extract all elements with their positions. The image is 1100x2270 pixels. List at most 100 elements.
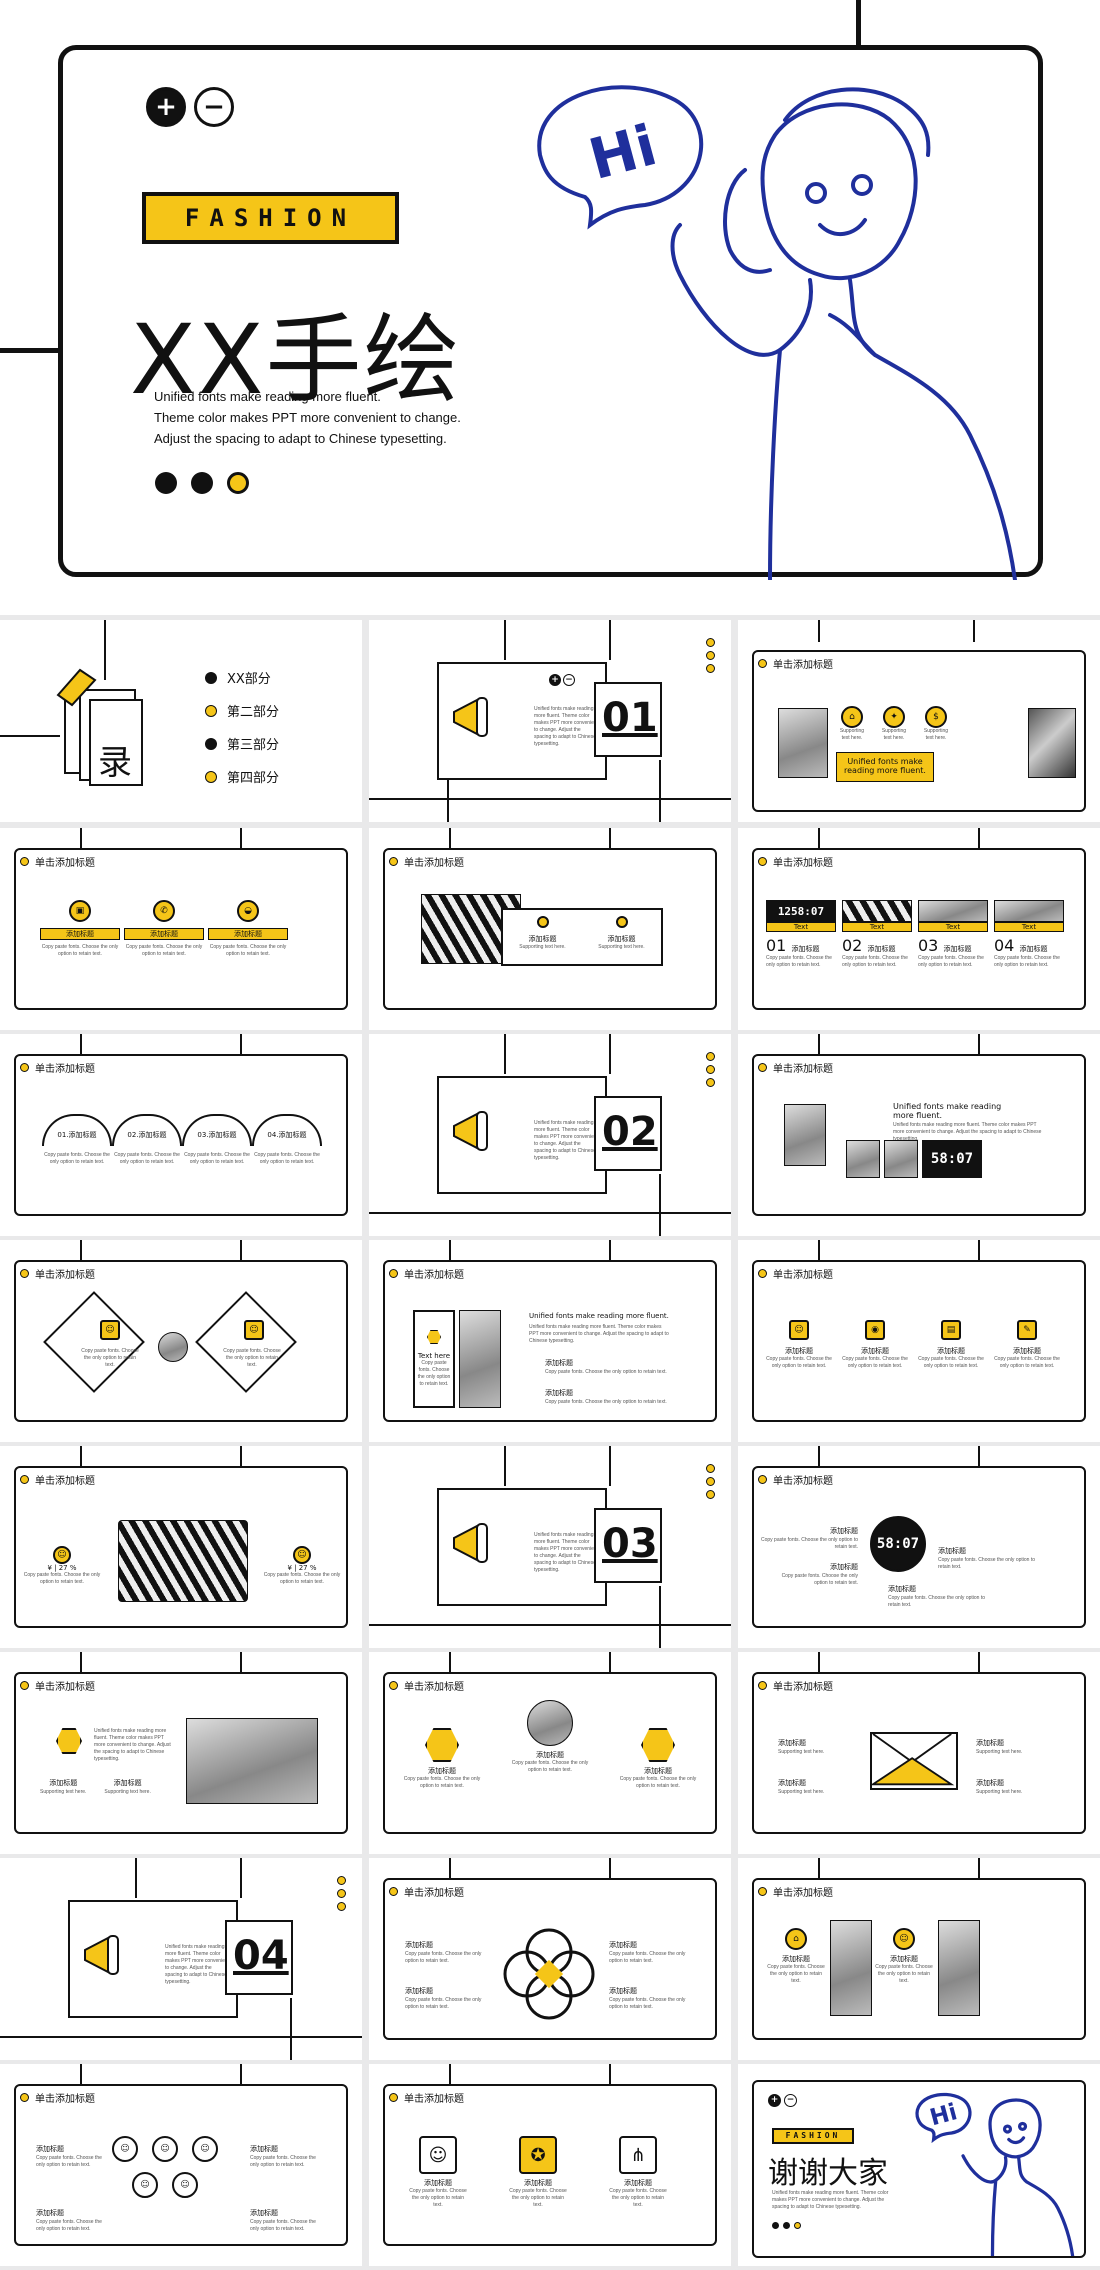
toc-item[interactable]: 第三部分 [205, 734, 279, 753]
content-slide[interactable]: 单击添加标题 Unified fonts make reading more f… [0, 1652, 362, 1854]
user-hex-icon [425, 1728, 459, 1762]
thanks-title: 谢谢大家 [768, 2156, 888, 2191]
slide-title: 单击添加标题 [758, 1266, 833, 1281]
photo [778, 708, 828, 778]
train-photo [186, 1718, 318, 1804]
section-slide-04[interactable]: Unified fonts make reading more fluent. … [0, 1858, 362, 2060]
plus-circle-icon: + [768, 2094, 781, 2107]
content-slide[interactable]: 单击添加标题 Text here Copy paste fonts. Choos… [369, 1240, 731, 1442]
user-icon: ☺ [100, 1320, 120, 1340]
user-hex-icon [56, 1728, 82, 1754]
frame-connector-left [0, 348, 60, 353]
bulb-icon: ✦ [883, 706, 905, 728]
slide-title: 单击添加标题 [389, 2090, 464, 2105]
photo [1028, 708, 1076, 778]
subtitle-line: Adjust the spacing to adapt to Chinese t… [154, 431, 447, 446]
slide-title: 单击添加标题 [389, 1266, 464, 1281]
slide-title: 单击添加标题 [389, 1884, 464, 1899]
minus-circle-icon: − [784, 2094, 797, 2107]
slide-title: 单击添加标题 [20, 1266, 95, 1281]
photo [830, 1920, 872, 2016]
slide-title: 单击添加标题 [758, 1060, 833, 1075]
slide-title: 单击添加标题 [20, 1678, 95, 1693]
slide-title: 单击添加标题 [758, 1884, 833, 1899]
location-icon: ◉ [865, 1320, 885, 1340]
slide-title: 单击添加标题 [758, 656, 833, 671]
man-illustration: Hi [537, 85, 1017, 580]
man-illustration: Hi [915, 2092, 1075, 2256]
content-slide[interactable]: 单击添加标题 ☺ ☺ Copy paste fonts. Choose the … [0, 1240, 362, 1442]
cover-subtitle: Unified fonts make reading more fluent. … [154, 386, 461, 449]
slide-title: 单击添加标题 [758, 1472, 833, 1487]
frame-connector-top [856, 0, 861, 48]
icon-row: ⌂Supporting text here. ✦Supporting text … [838, 706, 950, 742]
zoom-controls: +− [768, 2094, 797, 2107]
toc-item[interactable]: 第四部分 [205, 767, 279, 786]
user-icon: ☺ [293, 1546, 311, 1564]
slide-title: 单击添加标题 [389, 1678, 464, 1693]
user-icon: ☺ [789, 1320, 809, 1340]
content-slide[interactable]: 单击添加标题 Unified fonts make reading more f… [738, 1034, 1100, 1236]
section-slide-01[interactable]: Unified fonts make reading more fluent. … [369, 620, 731, 822]
section-number: 01 [602, 695, 658, 741]
hi-text: Hi [927, 2099, 960, 2131]
dot [155, 472, 177, 494]
home-icon: ⌂ [785, 1928, 807, 1950]
minus-circle-icon: − [194, 87, 234, 127]
user-hex-icon [641, 1728, 675, 1762]
toc-item[interactable]: 第二部分 [205, 701, 279, 720]
toc-item[interactable]: XX部分 [205, 668, 279, 687]
photo [158, 1332, 188, 1362]
photo [784, 1104, 826, 1166]
plus-circle-icon: + [146, 87, 186, 127]
section-slide-03[interactable]: Unified fonts make reading more fluent. … [369, 1446, 731, 1648]
thanks-slide[interactable]: +− FASHION 谢谢大家 Unified fonts make readi… [738, 2064, 1100, 2266]
subtitle-line: Theme color makes PPT more convenient to… [154, 410, 461, 425]
megaphone-icon [449, 1518, 499, 1568]
toc-slide[interactable]: 录 XX部分 第二部分 第三部分 第四部分 [0, 620, 362, 822]
compass-icon: ✪ [519, 2136, 557, 2174]
section-slide-02[interactable]: Unified fonts make reading more fluent. … [369, 1034, 731, 1236]
shop-icon: ⌂ [841, 706, 863, 728]
content-slide[interactable]: 单击添加标题 ⌂Supporting text here. ✦Supportin… [738, 620, 1100, 822]
slide-title: 单击添加标题 [758, 1678, 833, 1693]
user-icon: ☺ [893, 1928, 915, 1950]
deco-dots [337, 1876, 346, 1911]
cover-frame [58, 45, 1043, 577]
network-icon: ⋔ [619, 2136, 657, 2174]
megaphone-icon [449, 1106, 499, 1156]
megaphone-icon [80, 1930, 130, 1980]
section-card: Unified fonts make reading more fluent. … [437, 1488, 607, 1606]
slide-title: 单击添加标题 [20, 1060, 95, 1075]
zoom-controls: +− [549, 674, 575, 686]
megaphone-icon [449, 692, 499, 742]
user-icon: ☺ [244, 1320, 264, 1340]
section-card: Unified fonts make reading more fluent. … [437, 1076, 607, 1194]
deco-dots [706, 638, 715, 673]
clock-photo: 58:07 [870, 1516, 926, 1572]
user-icon: ☺ [419, 2136, 457, 2174]
unified-box: Unified fonts make reading more fluent. [836, 752, 934, 782]
slide-title: 单击添加标题 [20, 854, 95, 869]
people-network: ☺ ☺ ☺ ☺ ☺ [112, 2136, 252, 2216]
book-icon: 录 [50, 665, 155, 790]
content-slide[interactable]: 单击添加标题 ☺¥ | 27 %Copy paste fonts. Choose… [0, 1446, 362, 1648]
cover-slide[interactable]: + − FASHION XX手绘 Unified fonts make read… [0, 0, 1100, 615]
photo [938, 1920, 980, 2016]
slide-title: 单击添加标题 [20, 1472, 95, 1487]
photo [459, 1310, 501, 1408]
